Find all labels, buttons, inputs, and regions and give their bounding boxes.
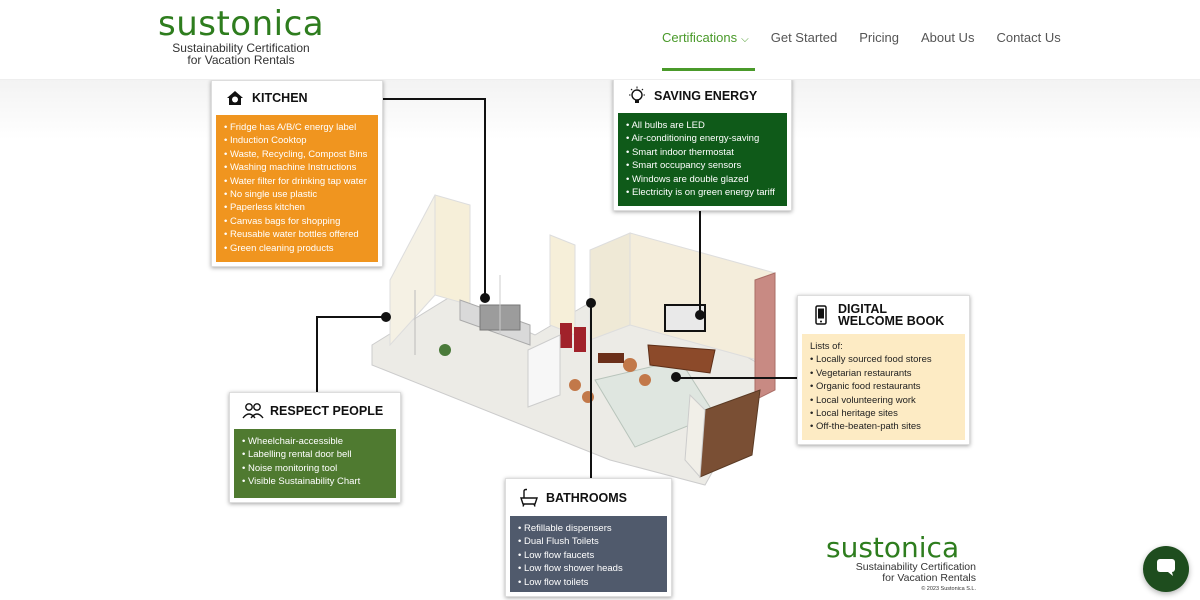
site-header: sustonica Sustainability Certification f…	[0, 0, 1200, 80]
saving-energy-list: All bulbs are LED Air-conditioning energ…	[618, 113, 787, 206]
list-item: Green cleaning products	[224, 242, 370, 255]
list-item: Visible Sustainability Chart	[242, 475, 388, 488]
saving-energy-title: SAVING ENERGY	[654, 89, 758, 103]
kitchen-title: KITCHEN	[252, 91, 308, 105]
list-item: Air-conditioning energy-saving	[626, 132, 779, 145]
bathrooms-card: BATHROOMS Refillable dispensers Dual Flu…	[505, 478, 672, 597]
welcome-book-intro: Lists of:	[810, 341, 843, 352]
connector-welcome-dot	[671, 372, 681, 382]
list-item: Noise monitoring tool	[242, 462, 388, 475]
logo-wordmark: sustonica	[158, 4, 325, 44]
list-item: Low flow faucets	[518, 549, 659, 562]
bathrooms-list: Refillable dispensers Dual Flush Toilets…	[510, 516, 667, 592]
nav-get-started[interactable]: Get Started	[770, 30, 838, 45]
list-item: No single use plastic	[224, 188, 370, 201]
list-item: Wheelchair-accessible	[242, 435, 388, 448]
lightbulb-icon	[626, 85, 648, 107]
bathrooms-card-header: BATHROOMS	[506, 479, 671, 516]
infographic-logo-tagline-1: Sustainability Certification	[855, 561, 976, 573]
saving-energy-card: SAVING ENERGY All bulbs are LED Air-cond…	[613, 78, 792, 211]
logo-tagline-1: Sustainability Certification	[172, 41, 310, 55]
list-item: Local volunteering work	[810, 394, 957, 407]
connector-kitchen-v	[484, 98, 486, 298]
chevron-down-icon: ⌵	[741, 34, 749, 45]
welcome-book-body: Lists of: Locally sourced food stores Ve…	[802, 334, 965, 440]
kitchen-card-header: KITCHEN	[212, 81, 382, 115]
welcome-book-card-header: DIGITAL WELCOME BOOK	[798, 296, 969, 334]
main-nav: Certifications⌵ Get Started Pricing Abou…	[662, 30, 1061, 71]
infographic-logo-wordmark: sustonica	[826, 531, 960, 564]
logo[interactable]: sustonica Sustainability Certification f…	[158, 6, 338, 66]
infographic-logo: sustonica Sustainability Certification f…	[826, 531, 976, 593]
list-item: Vegetarian restaurants	[810, 367, 957, 380]
connector-people-h	[316, 316, 386, 318]
respect-people-card: RESPECT PEOPLE Wheelchair-accessible Lab…	[229, 392, 401, 503]
chat-bubble-icon	[1154, 555, 1178, 584]
copyright-text: © 2023 Sustonica S.L.	[921, 586, 976, 592]
list-item: Refillable dispensers	[518, 522, 659, 535]
list-item: Paperless kitchen	[224, 201, 370, 214]
welcome-book-list: Locally sourced food stores Vegetarian r…	[810, 353, 957, 433]
list-item: Water filter for drinking tap water	[224, 175, 370, 188]
welcome-book-title: DIGITAL WELCOME BOOK	[838, 302, 945, 328]
connector-bathrooms-dot	[586, 298, 596, 308]
list-item: Washing machine Instructions	[224, 161, 370, 174]
saving-energy-card-header: SAVING ENERGY	[614, 79, 791, 113]
connector-kitchen-dot	[480, 293, 490, 303]
welcome-book-title-line2: WELCOME BOOK	[838, 314, 945, 328]
connector-people-v	[316, 317, 318, 393]
nav-pricing[interactable]: Pricing	[859, 30, 899, 45]
digital-welcome-book-card: DIGITAL WELCOME BOOK Lists of: Locally s…	[797, 295, 970, 445]
list-item: Canvas bags for shopping	[224, 215, 370, 228]
nav-certifications[interactable]: Certifications⌵	[662, 30, 755, 71]
bathtub-icon	[518, 487, 540, 509]
list-item: Smart indoor thermostat	[626, 146, 779, 159]
connector-welcome-h	[676, 377, 798, 379]
nav-certifications-label: Certifications	[662, 30, 738, 45]
connector-bathrooms-v	[590, 303, 592, 479]
house-icon	[224, 87, 246, 109]
connector-kitchen-h	[382, 98, 486, 100]
kitchen-list: Fridge has A/B/C energy label Induction …	[216, 115, 378, 262]
infographic-logo-tagline-2: for Vacation Rentals	[882, 572, 976, 584]
list-item: Fridge has A/B/C energy label	[224, 121, 370, 134]
list-item: Smart occupancy sensors	[626, 159, 779, 172]
list-item: Low flow shower heads	[518, 562, 659, 575]
people-icon	[242, 400, 264, 422]
chat-button[interactable]	[1143, 546, 1189, 592]
respect-people-list: Wheelchair-accessible Labelling rental d…	[234, 429, 396, 498]
list-item: Local heritage sites	[810, 407, 957, 420]
list-item: Induction Cooktop	[224, 134, 370, 147]
list-item: Locally sourced food stores	[810, 353, 957, 366]
list-item: Low flow toilets	[518, 576, 659, 589]
connector-energy-dot	[695, 310, 705, 320]
list-item: Waste, Recycling, Compost Bins	[224, 148, 370, 161]
list-item: Electricity is on green energy tariff	[626, 186, 779, 199]
respect-people-card-header: RESPECT PEOPLE	[230, 393, 400, 429]
nav-contact-us[interactable]: Contact Us	[996, 30, 1061, 45]
list-item: Windows are double glazed	[626, 173, 779, 186]
connector-energy-v	[699, 210, 701, 315]
kitchen-card: KITCHEN Fridge has A/B/C energy label In…	[211, 80, 383, 267]
nav-about-us[interactable]: About Us	[920, 30, 975, 45]
logo-tagline-2: for Vacation Rentals	[187, 53, 295, 67]
respect-people-title: RESPECT PEOPLE	[270, 404, 384, 418]
list-item: Organic food restaurants	[810, 380, 957, 393]
bathrooms-title: BATHROOMS	[546, 490, 628, 505]
tablet-icon	[810, 304, 832, 326]
list-item: Reusable water bottles offered	[224, 228, 370, 241]
list-item: Off-the-beaten-path sites	[810, 420, 957, 433]
list-item: Labelling rental door bell	[242, 448, 388, 461]
welcome-book-title-line1: DIGITAL	[838, 302, 888, 316]
connector-people-dot	[381, 312, 391, 322]
list-item: All bulbs are LED	[626, 119, 779, 132]
list-item: Dual Flush Toilets	[518, 535, 659, 548]
apartment-floorplan-illustration	[371, 194, 776, 486]
